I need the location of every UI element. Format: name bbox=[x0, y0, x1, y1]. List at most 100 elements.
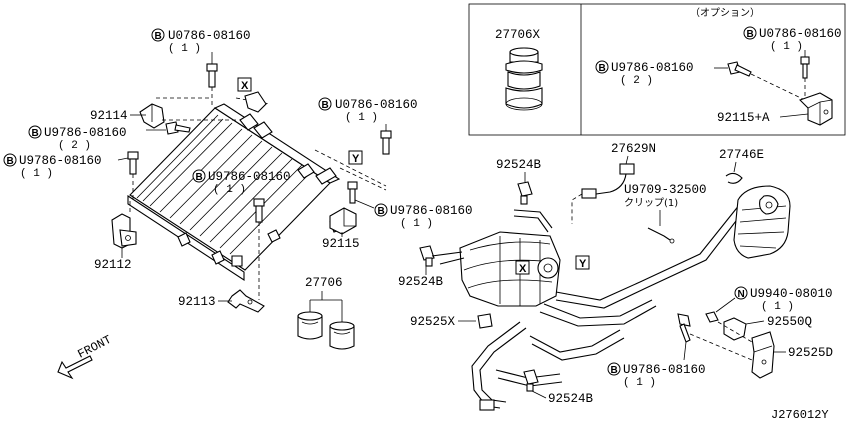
bolt-symbol-left-1: B bbox=[28, 125, 42, 139]
view-marker-x-right: X bbox=[515, 260, 530, 275]
label-92524b-bottom: 92524B bbox=[548, 392, 594, 406]
label-clip: クリップ(1) bbox=[624, 197, 678, 209]
svg-text:B: B bbox=[747, 29, 754, 40]
bolt-left-2[interactable] bbox=[127, 151, 139, 175]
label-u0786-mid-qty: ( 1 ) bbox=[345, 112, 378, 124]
bump-stopper-27706-a[interactable] bbox=[297, 311, 323, 340]
svg-text:B: B bbox=[7, 156, 14, 167]
view-marker-y-left: Y bbox=[348, 150, 363, 165]
compressor-rear[interactable] bbox=[733, 185, 791, 259]
bracket-92113[interactable] bbox=[227, 289, 265, 313]
label-u0786-inset: U0786-08160 bbox=[759, 27, 842, 41]
label-92114: 92114 bbox=[90, 109, 128, 123]
sensor-27629n[interactable] bbox=[581, 163, 635, 199]
condenser[interactable] bbox=[127, 103, 345, 282]
nut-symbol: N bbox=[734, 286, 748, 300]
diagram-code: J276012Y bbox=[771, 408, 829, 422]
label-u9786-right: U9786-08160 bbox=[390, 204, 473, 218]
svg-text:B: B bbox=[322, 100, 329, 111]
front-label: FRONT bbox=[75, 333, 113, 362]
bolt-top[interactable] bbox=[206, 63, 218, 88]
label-92525x: 92525X bbox=[410, 315, 456, 329]
label-92112: 92112 bbox=[94, 258, 132, 272]
bolt-symbol-top: B bbox=[151, 28, 165, 42]
svg-text:B: B bbox=[378, 206, 385, 217]
svg-text:B: B bbox=[196, 172, 203, 183]
label-92115: 92115 bbox=[322, 237, 360, 251]
bolt-symbol-right: B bbox=[374, 203, 388, 217]
label-u0786-top-qty: ( 1 ) bbox=[168, 43, 201, 55]
view-marker-y-right: Y bbox=[575, 255, 590, 270]
label-u9786-bottom-qty: ( 1 ) bbox=[623, 377, 656, 389]
bolt-left-1[interactable] bbox=[165, 121, 191, 135]
label-u9940: U9940-08010 bbox=[750, 287, 833, 301]
label-92525d: 92525D bbox=[788, 346, 833, 360]
connector-92525x[interactable] bbox=[477, 313, 493, 329]
bolt-symbol-left-2: B bbox=[3, 153, 17, 167]
bracket-92112[interactable] bbox=[111, 213, 137, 249]
bracket-92115[interactable] bbox=[329, 207, 357, 235]
svg-text:B: B bbox=[155, 31, 162, 42]
bolt-symbol-mid: B bbox=[318, 97, 332, 111]
bracket-92114-right[interactable] bbox=[244, 91, 267, 113]
label-27706: 27706 bbox=[305, 276, 343, 290]
view-marker-x-left: X bbox=[237, 77, 252, 92]
label-u9709: U9709-32500 bbox=[624, 183, 707, 197]
clamp-27746e[interactable] bbox=[725, 172, 743, 184]
bracket-92525d[interactable] bbox=[751, 331, 775, 379]
svg-text:B: B bbox=[599, 63, 606, 74]
label-u9940-qty: ( 1 ) bbox=[761, 301, 794, 313]
label-u9786-inset-qty: ( 2 ) bbox=[620, 75, 653, 87]
label-u9786-left2-qty: ( 1 ) bbox=[20, 168, 53, 180]
bracket-92114[interactable] bbox=[139, 103, 165, 129]
label-92550q: 92550Q bbox=[767, 315, 812, 329]
svg-text:N: N bbox=[738, 289, 745, 300]
label-u0786-top: U0786-08160 bbox=[168, 29, 251, 43]
label-92113: 92113 bbox=[178, 295, 216, 309]
label-u9786-left1: U9786-08160 bbox=[44, 126, 127, 140]
inset-bolt-vertical[interactable] bbox=[800, 56, 810, 79]
bracket-92115a[interactable] bbox=[798, 92, 833, 126]
svg-text:Y: Y bbox=[352, 153, 360, 165]
bolt-bottom[interactable] bbox=[677, 313, 691, 343]
nut-u9940[interactable] bbox=[705, 311, 719, 323]
inset-box bbox=[468, 3, 846, 136]
inset-bolt-symbol-2: B bbox=[595, 60, 609, 74]
label-u9786-center: U9786-08160 bbox=[208, 170, 291, 184]
front-arrow bbox=[57, 355, 93, 380]
label-92524b-mid: 92524B bbox=[398, 275, 444, 289]
svg-text:Y: Y bbox=[579, 258, 587, 270]
option-label: （オプション） bbox=[690, 7, 760, 19]
bolt-center[interactable] bbox=[253, 198, 265, 223]
label-27706x: 27706X bbox=[495, 28, 541, 42]
bump-stopper-27706x[interactable] bbox=[505, 47, 543, 111]
connector-92524b-top[interactable] bbox=[517, 181, 533, 205]
bolt-right[interactable] bbox=[347, 181, 358, 204]
connector-92524b-mid[interactable] bbox=[419, 245, 435, 267]
label-u0786-inset-qty: ( 1 ) bbox=[770, 41, 803, 53]
svg-text:B: B bbox=[611, 365, 618, 376]
label-u9786-left1-qty: ( 2 ) bbox=[58, 140, 91, 152]
label-u9786-left2: U9786-08160 bbox=[19, 154, 102, 168]
compressor-body[interactable] bbox=[459, 231, 561, 307]
label-92115a: 92115+A bbox=[717, 111, 770, 125]
svg-text:X: X bbox=[519, 263, 527, 275]
bolt-mid[interactable] bbox=[380, 130, 392, 155]
label-u9786-inset: U9786-08160 bbox=[611, 61, 694, 75]
clip-u9709[interactable] bbox=[647, 227, 675, 244]
bump-stopper-27706-b[interactable] bbox=[329, 321, 355, 350]
inset-bolt-horizontal[interactable] bbox=[727, 61, 752, 77]
svg-text:B: B bbox=[32, 128, 39, 139]
label-u9786-center-qty: ( 1 ) bbox=[213, 184, 246, 196]
label-92524b-top: 92524B bbox=[496, 158, 542, 172]
label-u9786-right-qty: ( 1 ) bbox=[400, 218, 433, 230]
connector-92524b-bottom[interactable] bbox=[523, 369, 539, 392]
inset-bolt-symbol: B bbox=[743, 26, 757, 40]
bolt-symbol-center: B bbox=[192, 169, 206, 183]
label-27629n: 27629N bbox=[611, 142, 656, 156]
label-u0786-mid: U0786-08160 bbox=[335, 98, 418, 112]
label-u9786-bottom: U9786-08160 bbox=[623, 363, 706, 377]
bracket-92550q[interactable] bbox=[723, 317, 747, 341]
label-27746e: 27746E bbox=[719, 148, 764, 162]
